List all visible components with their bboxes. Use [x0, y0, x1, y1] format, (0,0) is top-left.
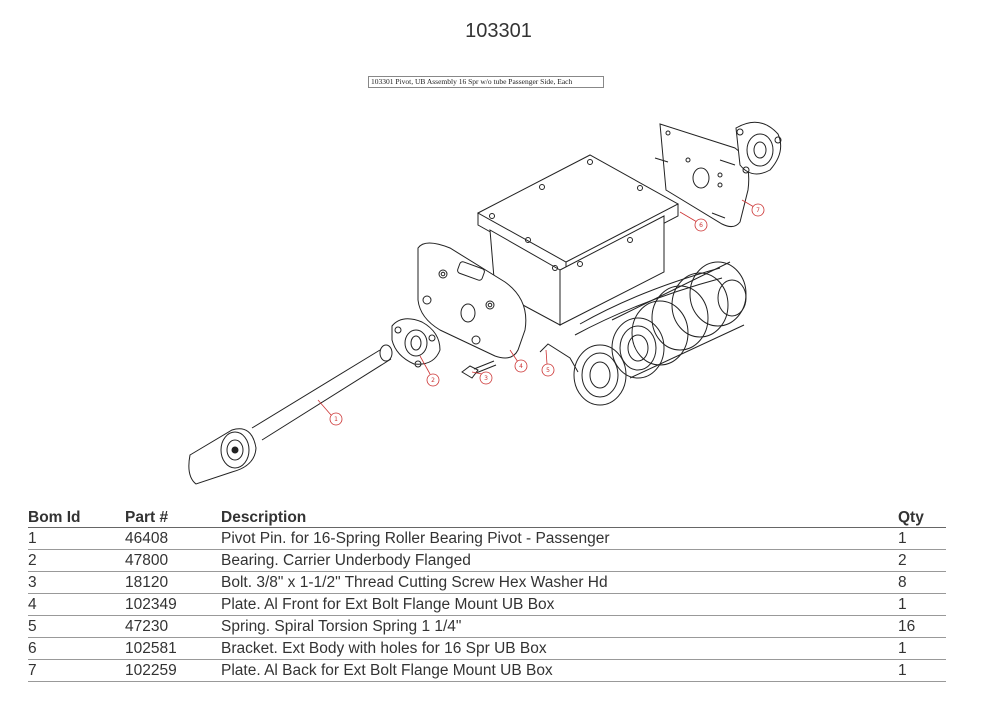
cell-bom-id: 3 — [28, 571, 125, 594]
cell-description: Plate. Al Back for Ext Bolt Flange Mount… — [221, 659, 898, 682]
cell-bom-id: 6 — [28, 637, 125, 660]
header-bom-id: Bom Id — [28, 507, 125, 528]
header-qty: Qty — [898, 507, 946, 528]
callout-label: 2 — [431, 377, 435, 384]
cell-description: Bolt. 3/8" x 1-1/2" Thread Cutting Screw… — [221, 571, 898, 594]
cell-qty: 1 — [898, 527, 946, 550]
callout-3: 3 — [479, 371, 493, 385]
cell-part-number: 47230 — [125, 615, 221, 638]
bracket-body — [476, 154, 680, 326]
cell-bom-id: 5 — [28, 615, 125, 638]
cell-part-number: 102581 — [125, 637, 221, 660]
cell-bom-id: 1 — [28, 527, 125, 550]
cell-part-number: 18120 — [125, 571, 221, 594]
table-row: 3 18120 Bolt. 3/8" x 1-1/2" Thread Cutti… — [28, 571, 946, 594]
cell-qty: 1 — [898, 659, 946, 682]
header-description: Description — [221, 507, 898, 528]
cell-part-number: 46408 — [125, 527, 221, 550]
callout-label: 6 — [699, 222, 703, 229]
cell-bom-id: 4 — [28, 593, 125, 616]
callout-label: 5 — [546, 367, 550, 374]
table-row: 2 47800 Bearing. Carrier Underbody Flang… — [28, 549, 946, 572]
cell-qty: 1 — [898, 637, 946, 660]
callout-4: 4 — [514, 359, 528, 373]
callout-6: 6 — [694, 218, 708, 232]
callout-5: 5 — [541, 363, 555, 377]
callout-2: 2 — [426, 373, 440, 387]
callout-7: 7 — [751, 203, 765, 217]
cell-part-number: 102259 — [125, 659, 221, 682]
cell-description: Bearing. Carrier Underbody Flanged — [221, 549, 898, 572]
cell-description: Bracket. Ext Body with holes for 16 Spr … — [221, 637, 898, 660]
cell-description: Plate. Al Front for Ext Bolt Flange Moun… — [221, 593, 898, 616]
table-row: 1 46408 Pivot Pin. for 16-Spring Roller … — [28, 527, 946, 550]
cell-part-number: 47800 — [125, 549, 221, 572]
back-plate — [654, 123, 750, 228]
bom-header-row: Bom Id Part # Description Qty — [28, 507, 946, 528]
torsion-springs — [539, 261, 747, 406]
cell-qty: 8 — [898, 571, 946, 594]
callout-group: 1 2 3 4 5 6 7 — [329, 203, 765, 426]
table-row: 6 102581 Bracket. Ext Body with holes fo… — [28, 637, 946, 660]
bom-table: Bom Id Part # Description Qty 1 46408 Pi… — [28, 507, 946, 682]
callout-1: 1 — [329, 412, 343, 426]
callout-label: 7 — [756, 207, 760, 214]
cell-qty: 2 — [898, 549, 946, 572]
pivot-pin — [188, 344, 393, 485]
table-row: 4 102349 Plate. Al Front for Ext Bolt Fl… — [28, 593, 946, 616]
cell-bom-id: 7 — [28, 659, 125, 682]
callout-label: 3 — [484, 375, 488, 382]
page-title: 103301 — [465, 20, 532, 42]
table-row: 5 47230 Spring. Spiral Torsion Spring 1 … — [28, 615, 946, 638]
back-bearing — [735, 121, 782, 175]
cell-description: Pivot Pin. for 16-Spring Roller Bearing … — [221, 527, 898, 550]
front-bearing — [391, 318, 441, 368]
table-row: 7 102259 Plate. Al Back for Ext Bolt Fla… — [28, 659, 946, 682]
bolt — [461, 360, 497, 379]
cell-part-number: 102349 — [125, 593, 221, 616]
callout-label: 1 — [334, 416, 338, 423]
cell-qty: 1 — [898, 593, 946, 616]
header-part-number: Part # — [125, 507, 221, 528]
callout-label: 4 — [519, 363, 523, 370]
cell-description: Spring. Spiral Torsion Spring 1 1/4" — [221, 615, 898, 638]
cell-qty: 16 — [898, 615, 946, 638]
cell-bom-id: 2 — [28, 549, 125, 572]
drawing-caption: 103301 Pivot, UB Assembly 16 Spr w/o tub… — [368, 76, 604, 88]
exploded-assembly-drawing: 1 2 3 4 5 6 7 — [188, 121, 782, 485]
front-plate — [417, 242, 527, 359]
